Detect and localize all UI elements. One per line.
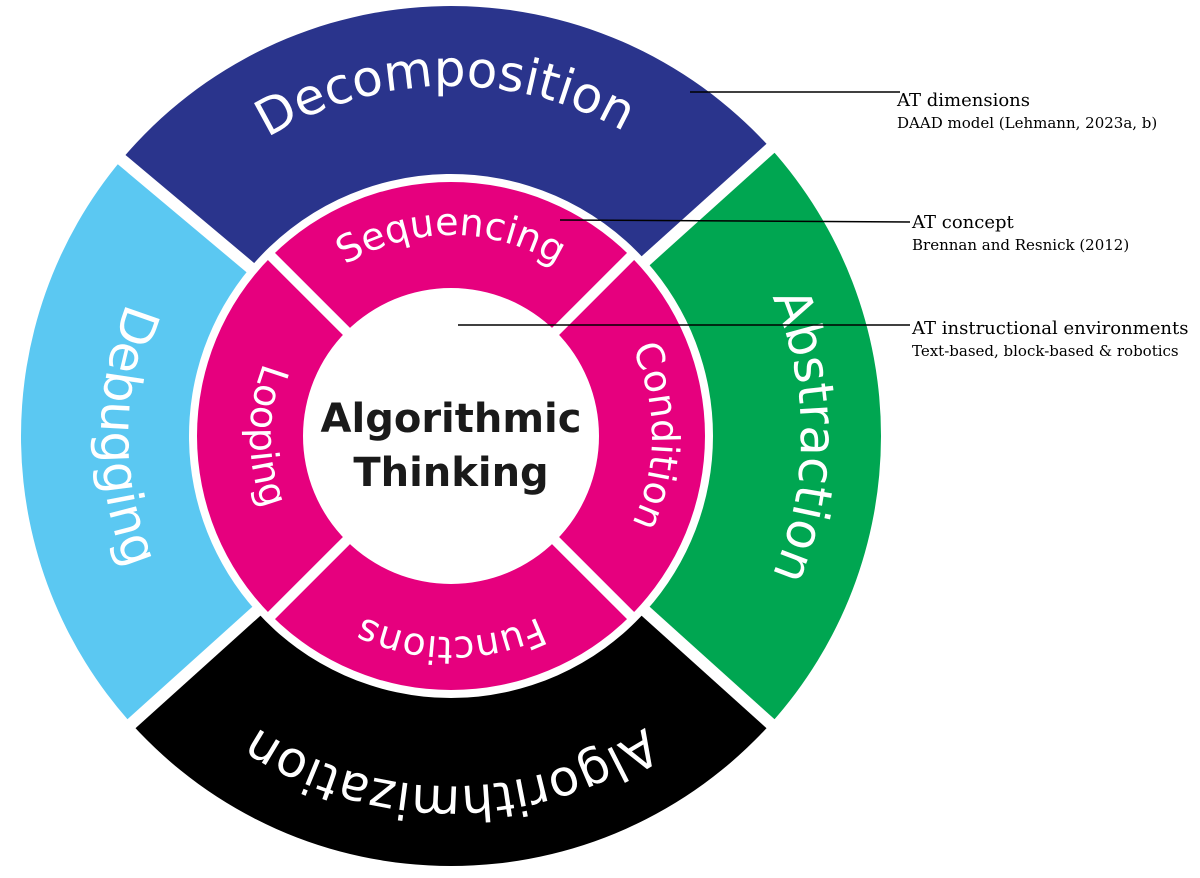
outer-segment-algorithmization	[131, 611, 771, 866]
leader-lines	[458, 91, 911, 326]
outer-separator	[638, 139, 780, 268]
annotation-at-dimensions: AT dimensions DAAD model (Lehmann, 2023a…	[897, 90, 1157, 132]
inner-separator	[263, 248, 355, 340]
annotation-at-environments: AT instructional environments Text-based…	[912, 318, 1188, 360]
outer-segment-debugging	[20, 159, 257, 724]
inner-segment-looping	[196, 256, 347, 616]
inner-segment-condition	[555, 256, 705, 616]
outer-ring: DecompositionAbstractionAlgorithmization…	[20, 6, 881, 866]
annotation-subtitle: Brennan and Resnick (2012)	[912, 236, 1130, 254]
inner-segment-functions	[271, 540, 631, 690]
leader-line-at-concept	[559, 219, 911, 223]
center-title-line2: Thinking	[353, 450, 548, 496]
outer-separator	[638, 604, 780, 733]
outer-segment-decomposition	[121, 6, 771, 268]
inner-separator	[547, 248, 639, 340]
annotation-at-concept: AT concept Brennan and Resnick (2012)	[912, 212, 1129, 254]
annotation-subtitle: Text-based, block-based & robotics	[912, 342, 1179, 360]
annotation-subtitle: DAAD model (Lehmann, 2023a, b)	[897, 114, 1158, 132]
inner-segment-sequencing	[271, 182, 631, 332]
outer-segment-abstraction	[645, 148, 881, 724]
outer-separator	[113, 151, 258, 275]
center-title-line1: Algorithmic	[321, 396, 582, 442]
inner-separator	[263, 532, 355, 624]
annotation-title: AT dimensions	[897, 90, 1030, 111]
center-circle	[307, 292, 595, 580]
outer-separator	[122, 604, 264, 733]
annotation-title: AT concept	[912, 212, 1014, 233]
inner-separator	[547, 532, 639, 624]
annotation-title: AT instructional environments	[912, 318, 1189, 339]
